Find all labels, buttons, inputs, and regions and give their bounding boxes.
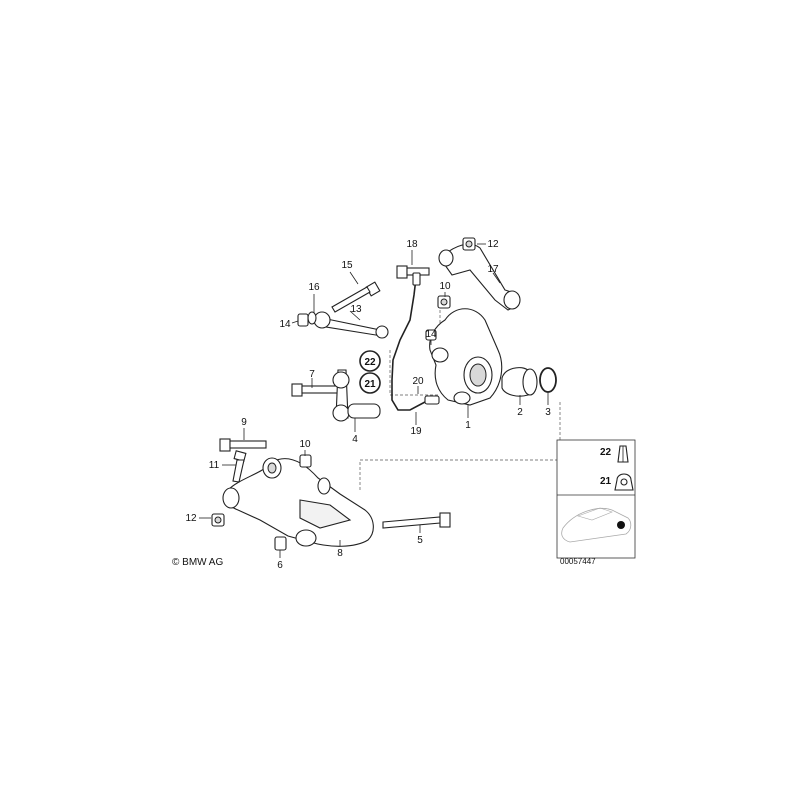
bolt [331,281,381,313]
nut [437,295,451,309]
callout-label: 22 [364,357,376,368]
nut [462,237,476,251]
vehicle-location-icon [561,507,632,543]
inset-item-22-label: 22 [600,447,612,458]
circled-callout-21: 21 [359,372,381,394]
callout-label: 6 [277,560,283,571]
bolt [396,265,430,279]
callout-label: 14 [279,319,291,330]
nut [274,536,287,551]
callout-label: 5 [417,535,423,546]
image-number-label: 00057447 [560,557,596,566]
callout-label: 21 [364,379,376,390]
callout-label: 13 [350,304,362,315]
callout-label: 12 [487,239,499,250]
callout-label: 18 [406,239,418,250]
callout-label: 12 [185,513,197,524]
nut [297,313,309,327]
inset-legend: 22 21 00057447 [556,439,636,566]
callout-label: 19 [410,426,422,437]
callout-label: 20 [412,376,424,387]
inset-item-21-label: 21 [600,476,612,487]
circlip [539,367,557,393]
cable-clip-icon [617,445,629,463]
callout-label: 4 [352,434,358,445]
copyright-label: © BMW AG [172,557,223,568]
callout-label: 10 [299,439,311,450]
upper-control-arm [438,243,521,311]
callout-label: 7 [309,369,315,380]
callout-label: 14 [425,329,437,340]
bolt [382,512,451,529]
toe-link [313,311,389,339]
nut [299,454,312,468]
callout-label: 15 [341,260,353,271]
bolt [291,383,339,397]
callout-label: 8 [337,548,343,559]
assembly-line [389,350,440,396]
callout-label: 1 [465,420,471,431]
sensor-cable [391,277,426,411]
callout-label: 11 [209,460,220,471]
callout-label: 3 [545,407,551,418]
assembly-line [359,400,561,490]
nut [211,513,225,527]
bolt [219,438,267,452]
drive-flange [501,367,538,397]
callout-numbers: 1 2 3 4 5 6 7 8 9 10 10 11 12 12 13 14 1… [185,239,551,571]
wheel-carrier [429,308,503,406]
callout-label: 2 [517,407,523,418]
circled-callout-22: 22 [359,350,381,372]
callout-label: 17 [487,264,499,275]
sensor-plug [412,272,421,286]
lower-control-arm [222,457,374,547]
washer [307,311,317,325]
callout-label: 9 [241,417,247,428]
callout-label: 10 [439,281,451,292]
cable-holder-icon [614,473,634,491]
wheel-speed-sensor [424,395,440,405]
callout-label: 16 [308,282,320,293]
bolt [232,450,247,483]
leader-lines [199,243,549,558]
rubber-mount [332,369,381,422]
